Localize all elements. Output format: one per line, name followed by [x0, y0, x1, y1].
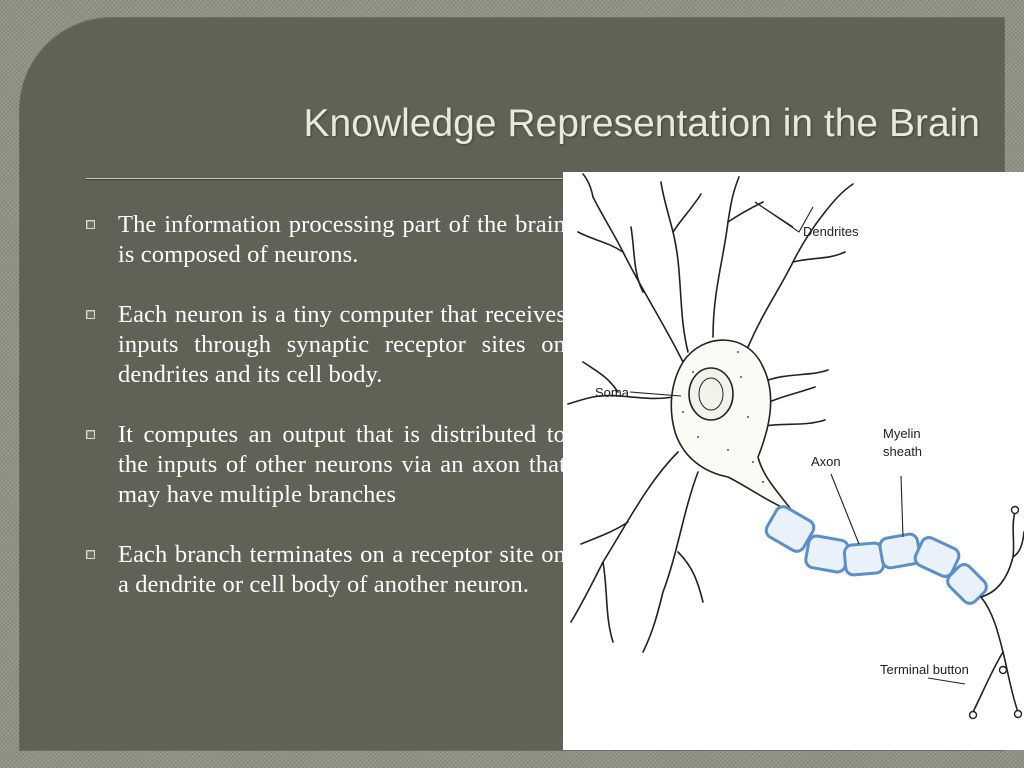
label-sheath: sheath — [883, 444, 922, 459]
neuron-diagram: Dendrites Soma Axon Myelin sheath Termin… — [563, 172, 1024, 750]
bullet-item: Each neuron is a tiny computer that rece… — [84, 300, 566, 390]
label-terminal-button: Terminal button — [880, 662, 969, 677]
square-bullet-icon — [86, 220, 95, 229]
bullet-item: Each branch terminates on a receptor sit… — [84, 540, 566, 600]
bullet-item: The information processing part of the b… — [84, 210, 566, 270]
square-bullet-icon — [86, 430, 95, 439]
label-axon: Axon — [811, 454, 841, 469]
label-soma: Soma — [595, 385, 630, 400]
bullet-list: The information processing part of the b… — [84, 210, 566, 630]
label-myelin: Myelin — [883, 426, 921, 441]
slide-title: Knowledge Representation in the Brain — [303, 102, 980, 145]
title-divider — [86, 178, 982, 180]
bullet-text: It computes an output that is distribute… — [118, 421, 566, 508]
bullet-item: It computes an output that is distribute… — [84, 420, 566, 510]
bullet-text: The information processing part of the b… — [118, 211, 566, 268]
square-bullet-icon — [86, 310, 95, 319]
square-bullet-icon — [86, 550, 95, 559]
label-dendrites: Dendrites — [803, 224, 859, 239]
bullet-text: Each neuron is a tiny computer that rece… — [118, 301, 566, 388]
bullet-text: Each branch terminates on a receptor sit… — [118, 541, 566, 598]
neuron-illustration: Dendrites Soma Axon Myelin sheath Termin… — [567, 173, 1024, 720]
